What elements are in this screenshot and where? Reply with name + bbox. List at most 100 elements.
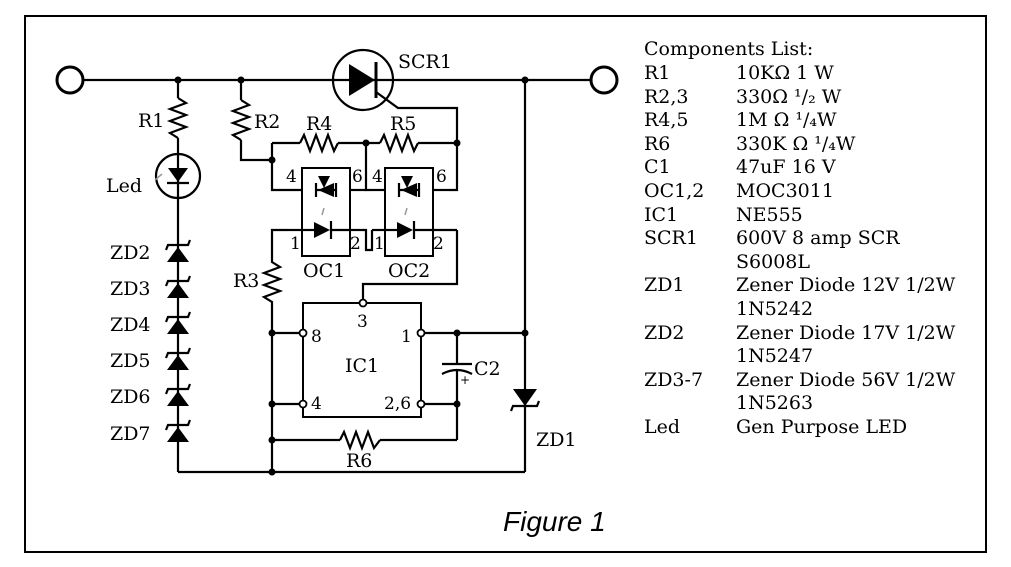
led-symbol (154, 152, 202, 200)
oc2-pin6: 6 (436, 167, 447, 187)
component-ref: ZD2 (644, 321, 685, 344)
r1-branch (166, 80, 190, 154)
zd3-label: ZD3 (110, 278, 151, 300)
component-row: OC1,2 MOC3011 (640, 180, 980, 204)
zd5-label: ZD5 (110, 350, 151, 372)
r2-label: R2 (254, 111, 280, 133)
components-list-title: Components List: (644, 38, 814, 60)
component-value: Zener Diode 56V 1/2W (736, 368, 956, 391)
component-value: 1N5247 (736, 345, 814, 368)
component-row: IC1 NE555 (640, 204, 980, 228)
component-value: 330K Ω ¹/₄W (736, 132, 856, 155)
component-ref: Led (644, 415, 681, 438)
component-row: 1N5242 (640, 298, 980, 322)
component-ref: R2,3 (644, 85, 689, 108)
figure-caption: Figure 1 (503, 506, 606, 537)
zd4-label: ZD4 (110, 314, 151, 336)
component-row: 1N5263 (640, 392, 980, 416)
component-row: Led Gen Purpose LED (640, 416, 980, 440)
component-value: 47uF 16 V (736, 156, 836, 179)
zd2-label: ZD2 (110, 242, 151, 264)
oc1-pin1: 1 (290, 234, 301, 254)
component-value: 600V 8 amp SCR (736, 227, 900, 250)
zd7-label: ZD7 (110, 423, 151, 445)
zener-chain (164, 198, 192, 472)
r4-label: R4 (306, 113, 332, 135)
component-value: NE555 (736, 203, 803, 226)
ic1-chip (272, 298, 525, 418)
zd6-symbol (164, 383, 192, 406)
component-ref: R6 (644, 132, 671, 155)
c2-plus: + (460, 373, 470, 387)
oc2-optocoupler (370, 167, 457, 257)
component-ref (640, 298, 736, 322)
component-row: R1 10KΩ 1 W (640, 62, 980, 86)
zd5-symbol (164, 347, 192, 370)
ic1-pin8: 8 (311, 327, 322, 347)
component-value: S6008L (736, 250, 810, 273)
component-value: 330Ω ¹/₂ W (736, 85, 842, 108)
component-row: S6008L (640, 251, 980, 275)
component-row: ZD1 Zener Diode 12V 1/2W (640, 274, 980, 298)
ic1-pin26: 2,6 (384, 394, 411, 414)
input-terminal (55, 65, 85, 95)
ic1-pin4: 4 (311, 394, 322, 414)
r3-branch (260, 250, 284, 472)
component-ref (640, 251, 736, 275)
r5-label: R5 (390, 113, 416, 135)
r2-branch (229, 80, 283, 192)
output-terminal (589, 65, 619, 95)
zd7-symbol (164, 419, 192, 442)
component-row: SCR1 600V 8 amp SCR (640, 227, 980, 251)
component-value: Zener Diode 12V 1/2W (736, 274, 956, 297)
zd1-label: ZD1 (536, 429, 577, 451)
component-row: 1N5247 (640, 345, 980, 369)
ic1-label: IC1 (345, 355, 379, 377)
component-ref (640, 392, 736, 416)
ic1-pin1: 1 (401, 327, 412, 347)
oc1-pin6: 6 (352, 167, 363, 187)
oc1-pin4: 4 (286, 167, 297, 187)
r1-label: R1 (138, 110, 164, 132)
r3-label: R3 (233, 270, 259, 292)
zd4-symbol (164, 311, 192, 334)
component-ref: OC1,2 (644, 179, 705, 202)
components-list: Components List: R1 10KΩ 1 W R2,3 330Ω ¹/₂ … (640, 38, 980, 440)
junction-dots (174, 76, 529, 476)
component-ref: R1 (644, 62, 671, 84)
zd2-symbol (164, 239, 192, 262)
component-ref: SCR1 (644, 227, 698, 250)
zd6-label: ZD6 (110, 386, 151, 408)
oc2-label: OC2 (388, 260, 430, 282)
scr1-label: SCR1 (398, 51, 452, 73)
oc1-label: OC1 (303, 260, 345, 282)
oc2-pin1: 1 (374, 234, 385, 254)
r4-r5-network (270, 131, 459, 192)
oc2-pin2: 2 (433, 234, 444, 254)
zd3-symbol (164, 275, 192, 298)
oc-wiring (270, 228, 459, 303)
component-value: Gen Purpose LED (736, 415, 908, 438)
component-ref: R4,5 (644, 109, 689, 132)
component-value: 10KΩ 1 W (736, 62, 834, 84)
r6-label: R6 (346, 450, 372, 472)
component-value: 1N5263 (736, 392, 814, 415)
component-row: R6 330K Ω ¹/₄W (640, 133, 980, 157)
oc1-optocoupler (283, 167, 366, 257)
component-ref: ZD1 (644, 274, 685, 297)
component-row: R2,3 330Ω ¹/₂ W (640, 86, 980, 110)
component-ref: IC1 (644, 203, 679, 226)
component-value: 1N5242 (736, 297, 814, 320)
component-row: ZD2 Zener Diode 17V 1/2W (640, 322, 980, 346)
component-value: MOC3011 (736, 179, 834, 202)
c2-label: C2 (474, 358, 501, 380)
ic1-pin3: 3 (357, 312, 368, 332)
figure-frame (24, 15, 987, 553)
component-value: Zener Diode 17V 1/2W (736, 321, 956, 344)
zd1-branch (509, 80, 541, 472)
oc2-pin4: 4 (372, 167, 383, 187)
